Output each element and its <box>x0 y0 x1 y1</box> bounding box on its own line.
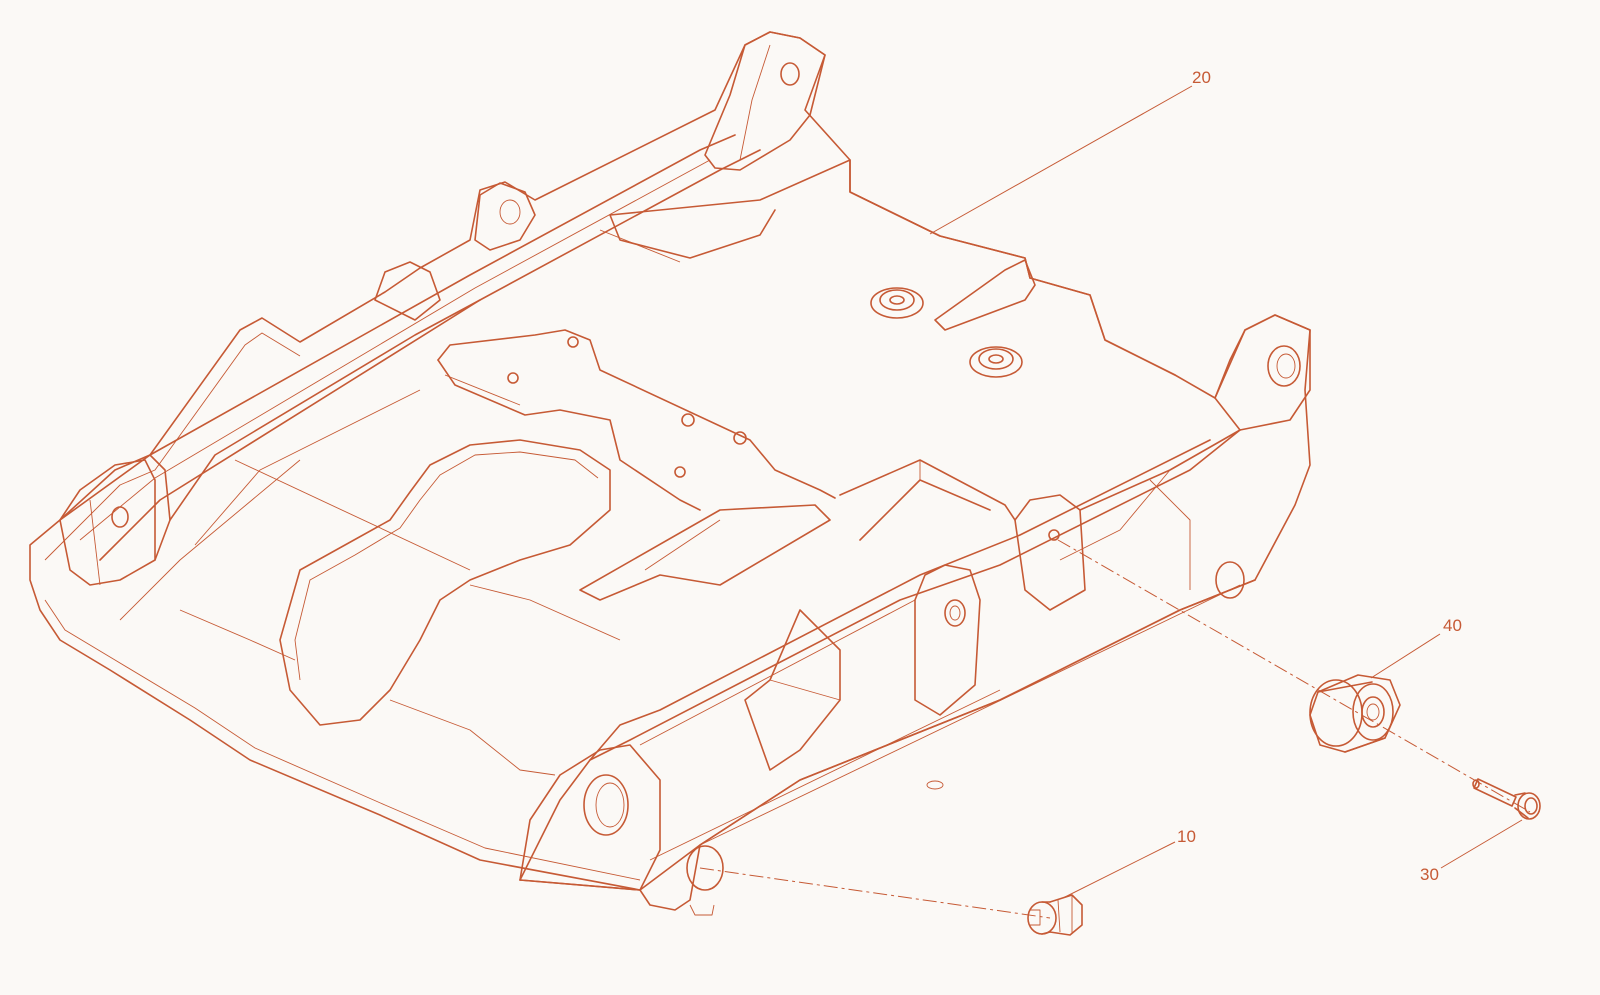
frame-assembly <box>29 31 1311 916</box>
leader-line-20 <box>929 85 1193 235</box>
leader-line-40 <box>1370 633 1441 679</box>
flange-bolt-part <box>1027 894 1083 936</box>
assembly-axis-spacer <box>1057 539 1531 813</box>
callout-label-40: 40 <box>1443 616 1462 635</box>
assembly-axis-bolt <box>699 867 1051 919</box>
leader-line-10 <box>1062 841 1176 899</box>
callout-label-30: 30 <box>1420 865 1439 884</box>
spacer-part <box>1309 674 1401 753</box>
leader-line-30 <box>1440 819 1523 869</box>
callout-label-20: 20 <box>1192 68 1211 87</box>
callout-label-10: 10 <box>1177 827 1196 846</box>
screw-part <box>1472 778 1541 820</box>
